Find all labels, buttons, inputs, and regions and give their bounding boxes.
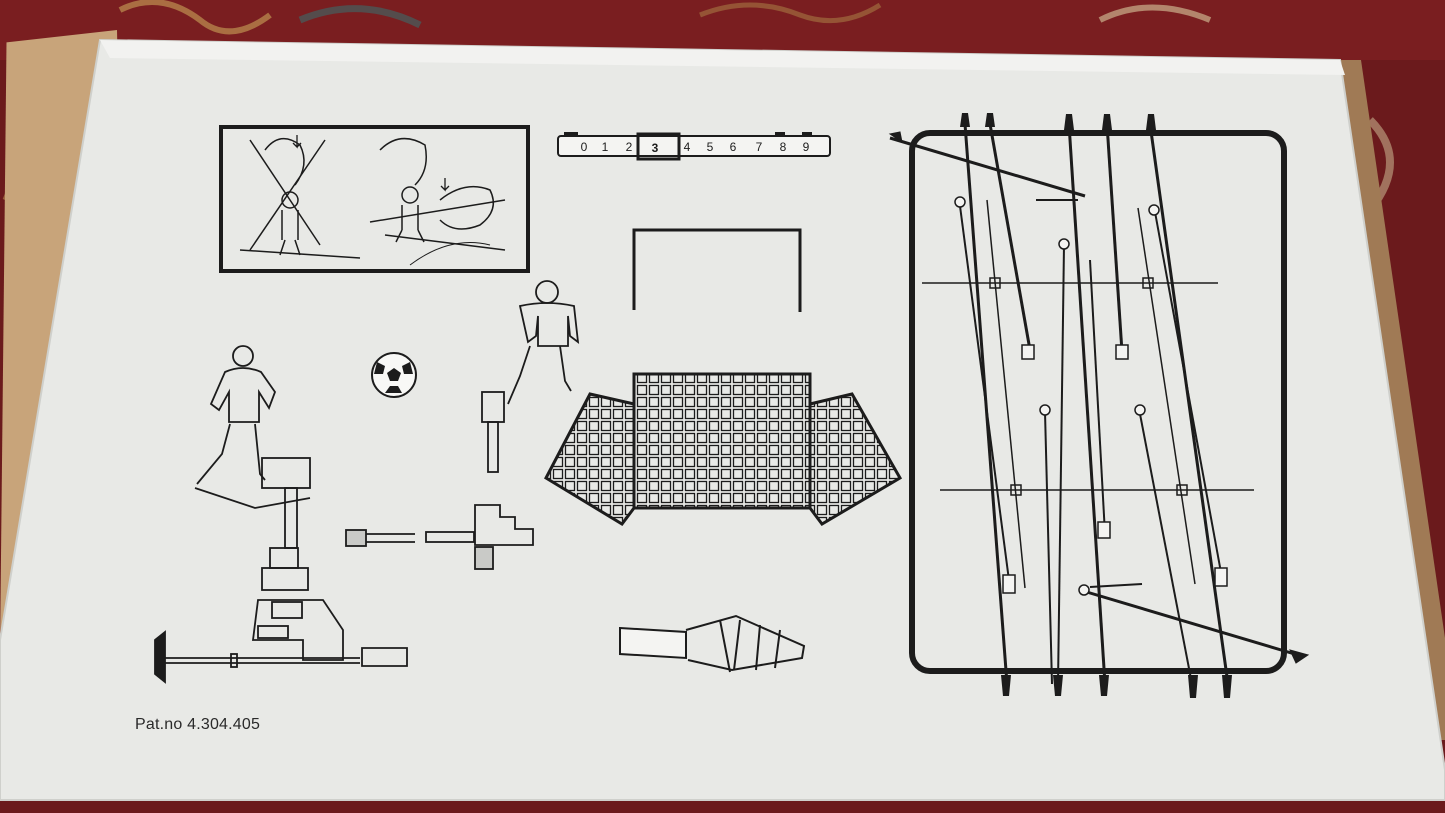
- score-digit-7: 7: [756, 140, 763, 154]
- football: [371, 352, 417, 398]
- score-digit-9: 9: [803, 140, 810, 154]
- patent-number: Pat.no 4.304.405: [135, 716, 261, 733]
- score-digit-8: 8: [780, 140, 787, 154]
- score-digit-5: 5: [707, 140, 714, 154]
- goal-frame: [632, 228, 802, 312]
- score-digit-6: 6: [730, 140, 737, 154]
- score-digit-0: 0: [581, 140, 588, 154]
- score-digit-3: 3: [652, 141, 659, 155]
- score-digit-1: 1: [602, 140, 609, 154]
- rod-handle: [619, 614, 806, 673]
- instruction-panel: [219, 125, 530, 273]
- goal-net: [544, 372, 903, 526]
- score-digit-2: 2: [626, 140, 633, 154]
- player-figure-middle: [345, 280, 580, 570]
- score-digit-4: 4: [684, 140, 691, 154]
- score-bar: [557, 132, 831, 161]
- table-frame: [888, 113, 1310, 698]
- player-figure-left: [154, 345, 408, 684]
